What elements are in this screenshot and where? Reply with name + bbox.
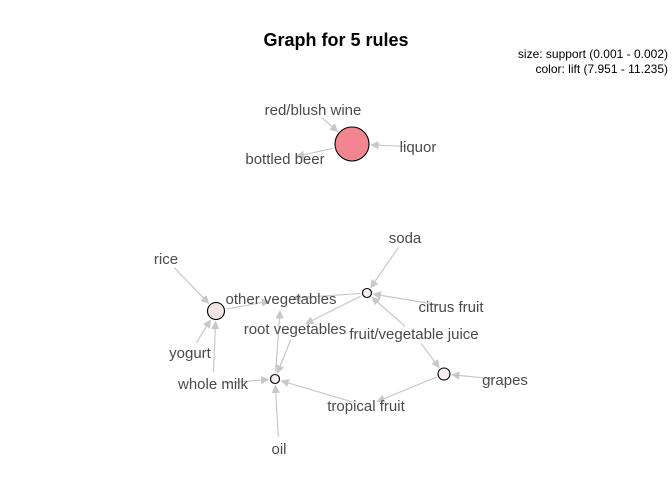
item-label-whole-milk: whole milk [177, 376, 249, 393]
rule-node-rule5 [269, 373, 281, 385]
edge-liquor-to-rule1 [370, 141, 407, 150]
edges-layer [173, 117, 494, 438]
item-label-other-vegetables: other vegetables [226, 291, 337, 308]
item-label-rice: rice [154, 251, 178, 268]
item-label-red-blush-wine: red/blush wine [265, 102, 362, 119]
edge-rule3-to-root_vegetables [304, 295, 362, 325]
edge-rule2-to-other_vegetables [226, 298, 271, 310]
edge-whole_milk-to-rule5 [224, 375, 270, 385]
item-labels-layer: red/blush wine liquor bottled beer soda rice… [154, 102, 528, 458]
item-label-root-vegetables: root vegetables [244, 321, 347, 338]
rule-node-rule1 [334, 126, 370, 162]
item-label-oil: oil [271, 441, 286, 458]
edge-yogurt-to-rule2 [195, 319, 211, 344]
edge-root_vegetables-to-rule5 [276, 339, 292, 374]
edge-oil-to-rule5 [271, 384, 280, 438]
item-label-yogurt: yogurt [169, 345, 212, 362]
item-label-liquor: liquor [400, 139, 437, 156]
legend-color: color: lift (7.951 - 11.235) [535, 62, 668, 76]
edge-tropical_fruit-to-rule5 [280, 378, 355, 404]
item-label-tropical-fruit: tropical fruit [327, 398, 405, 415]
legend-size: size: support (0.001 - 0.002) [518, 47, 668, 61]
edge-fruit_vegetable_juice-to-rule3 [371, 296, 406, 327]
rule-node-rule3 [361, 287, 373, 299]
edge-red_blush_wine-to-rule1 [321, 117, 339, 133]
item-label-soda: soda [389, 230, 422, 247]
edge-grapes-to-rule4 [451, 371, 494, 380]
rule-node-rule4 [437, 367, 451, 381]
edge-soda-to-rule3 [370, 247, 399, 289]
rule-nodes-layer [206, 126, 451, 385]
edge-rule4-to-tropical_fruit [376, 376, 437, 403]
item-label-citrus-fruit: citrus fruit [418, 299, 484, 316]
edge-rule5-to-other_vegetables [274, 310, 284, 373]
item-label-bottled-beer: bottled beer [245, 151, 324, 168]
edge-rule1-to-bottled_beer [295, 147, 334, 159]
item-label-fruit-vegetable-juice: fruit/vegetable juice [349, 326, 478, 343]
graph-title: Graph for 5 rules [263, 30, 408, 50]
edge-rice-to-rule2 [173, 267, 210, 305]
item-label-grapes: grapes [482, 372, 528, 389]
edge-whole_milk-to-rule2 [211, 320, 220, 373]
edge-rule3-to-other_vegetables [292, 292, 361, 302]
edge-citrus_fruit-to-rule3 [372, 291, 440, 306]
edge-fruit_vegetable_juice-to-rule4 [420, 343, 440, 369]
rule-node-rule2 [206, 301, 226, 321]
